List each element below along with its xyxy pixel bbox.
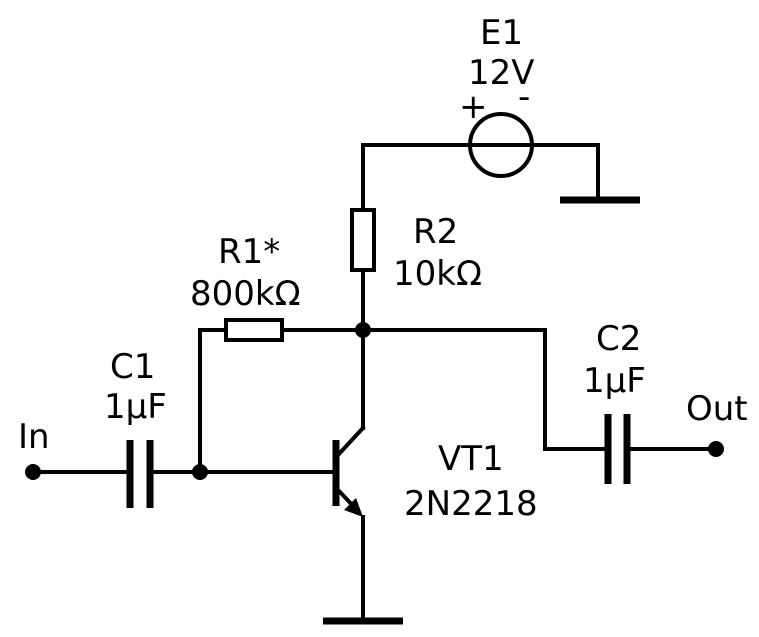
junction-dot-base	[192, 464, 208, 480]
output-terminal-dot	[708, 441, 724, 457]
transistor-collector-lead	[335, 425, 366, 458]
r1-ref-label: R1*	[218, 232, 280, 272]
input-label: In	[18, 417, 50, 457]
capacitor-c2	[604, 414, 718, 484]
c1-ref-label: C1	[110, 347, 155, 387]
transistor-part-label: 2N2218	[404, 484, 538, 524]
capacitor-c1	[126, 440, 154, 508]
c1-value-label: 1µF	[104, 387, 167, 427]
junction-dot-collector	[355, 322, 371, 338]
source-value-label: 12V	[468, 53, 535, 93]
transistor-vt1	[332, 425, 366, 622]
r1-value-label: 800kΩ	[190, 274, 301, 314]
c2-ref-label: C2	[596, 319, 641, 359]
r2-value-label: 10kΩ	[393, 254, 482, 294]
source-plus-label: +	[459, 87, 488, 127]
r2-ref-label: R2	[413, 212, 458, 252]
source-minus-label: -	[518, 77, 530, 117]
voltage-source-e1	[468, 112, 534, 178]
collector-wires	[198, 328, 610, 451]
input-terminal-dot	[25, 464, 41, 480]
output-label: Out	[686, 389, 748, 429]
emitter-arrow	[344, 498, 363, 517]
resistor-r1	[224, 318, 284, 342]
input-wires	[31, 328, 338, 474]
c2-value-label: 1µF	[583, 361, 646, 401]
supply-wires	[361, 143, 600, 212]
source-ref-label: E1	[480, 13, 523, 53]
transistor-ref-label: VT1	[438, 439, 504, 479]
resistor-r2	[350, 208, 376, 272]
